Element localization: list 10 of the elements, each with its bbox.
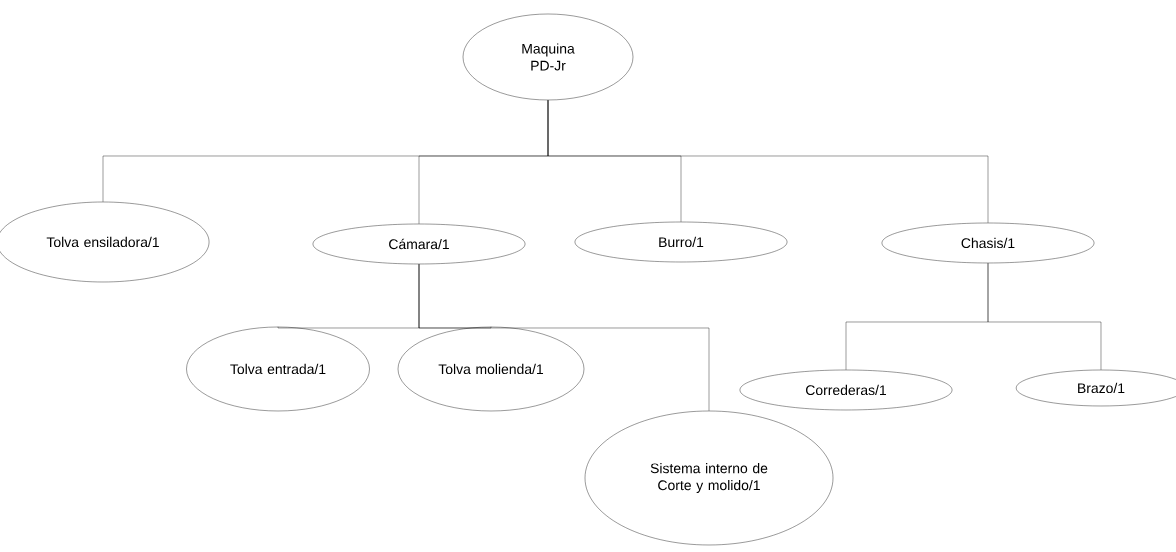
- ellipse-node: Chasis/1: [881, 222, 1095, 264]
- ellipse-node: Burro/1: [574, 221, 788, 263]
- connector-line: [987, 263, 1102, 370]
- connector-line: [547, 100, 989, 223]
- ellipse-node: Tolva molienda/1: [397, 326, 585, 412]
- ellipse-node: Cámara/1: [312, 223, 526, 265]
- connector-line: [418, 264, 710, 411]
- ellipse-node: Maquina PD-Jr: [462, 13, 634, 101]
- ellipse-node: Correderas/1: [739, 369, 953, 411]
- ellipse-node: Tolva entrada/1: [186, 326, 370, 412]
